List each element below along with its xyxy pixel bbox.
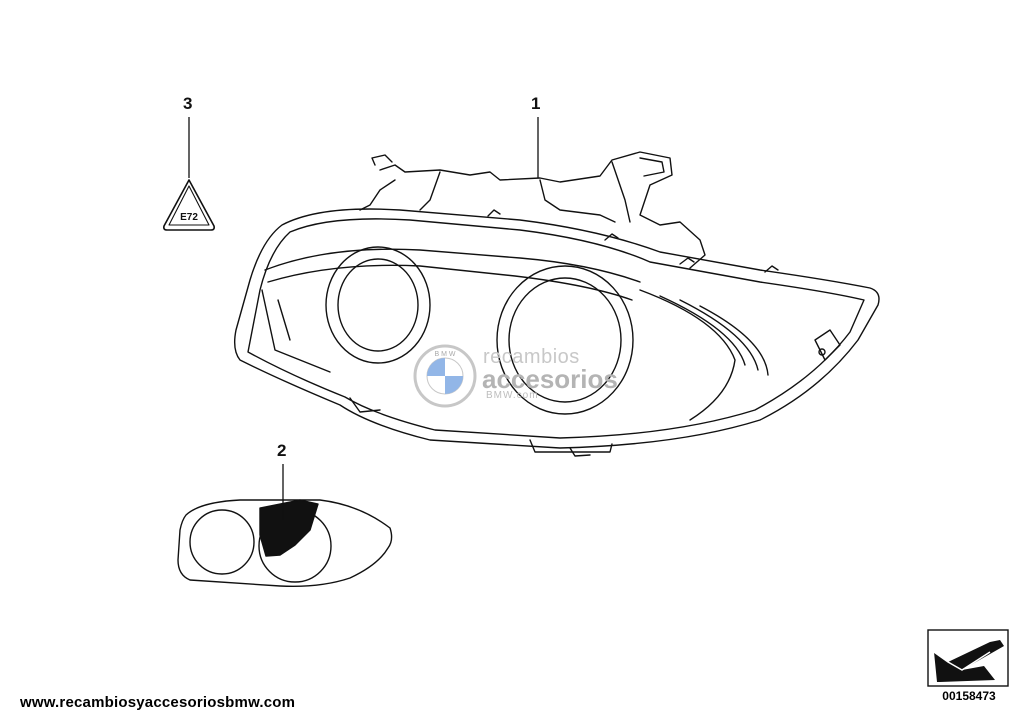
diagram-reference-number: 00158473 xyxy=(942,689,996,703)
watermark-line-1: recambios xyxy=(483,346,580,368)
warning-triangle-text: E72 xyxy=(180,212,198,223)
website-url: www.recambiosyaccesoriosbmw.com xyxy=(20,694,296,711)
warning-triangle-icon xyxy=(163,179,215,231)
watermark-line-2: accesorios xyxy=(482,364,618,394)
callout-part-1: 1 xyxy=(531,94,541,113)
headlight-assembly xyxy=(233,151,880,457)
bmw-roundel-icon xyxy=(413,344,477,408)
watermark-line-3: BMW.com xyxy=(486,390,539,401)
arrow-orientation-icon xyxy=(927,629,1009,687)
watermark-logo-letters: B M W xyxy=(435,351,456,358)
callout-part-3: 3 xyxy=(183,94,193,113)
callout-part-2: 2 xyxy=(277,441,287,460)
bezel-cover xyxy=(177,499,393,587)
